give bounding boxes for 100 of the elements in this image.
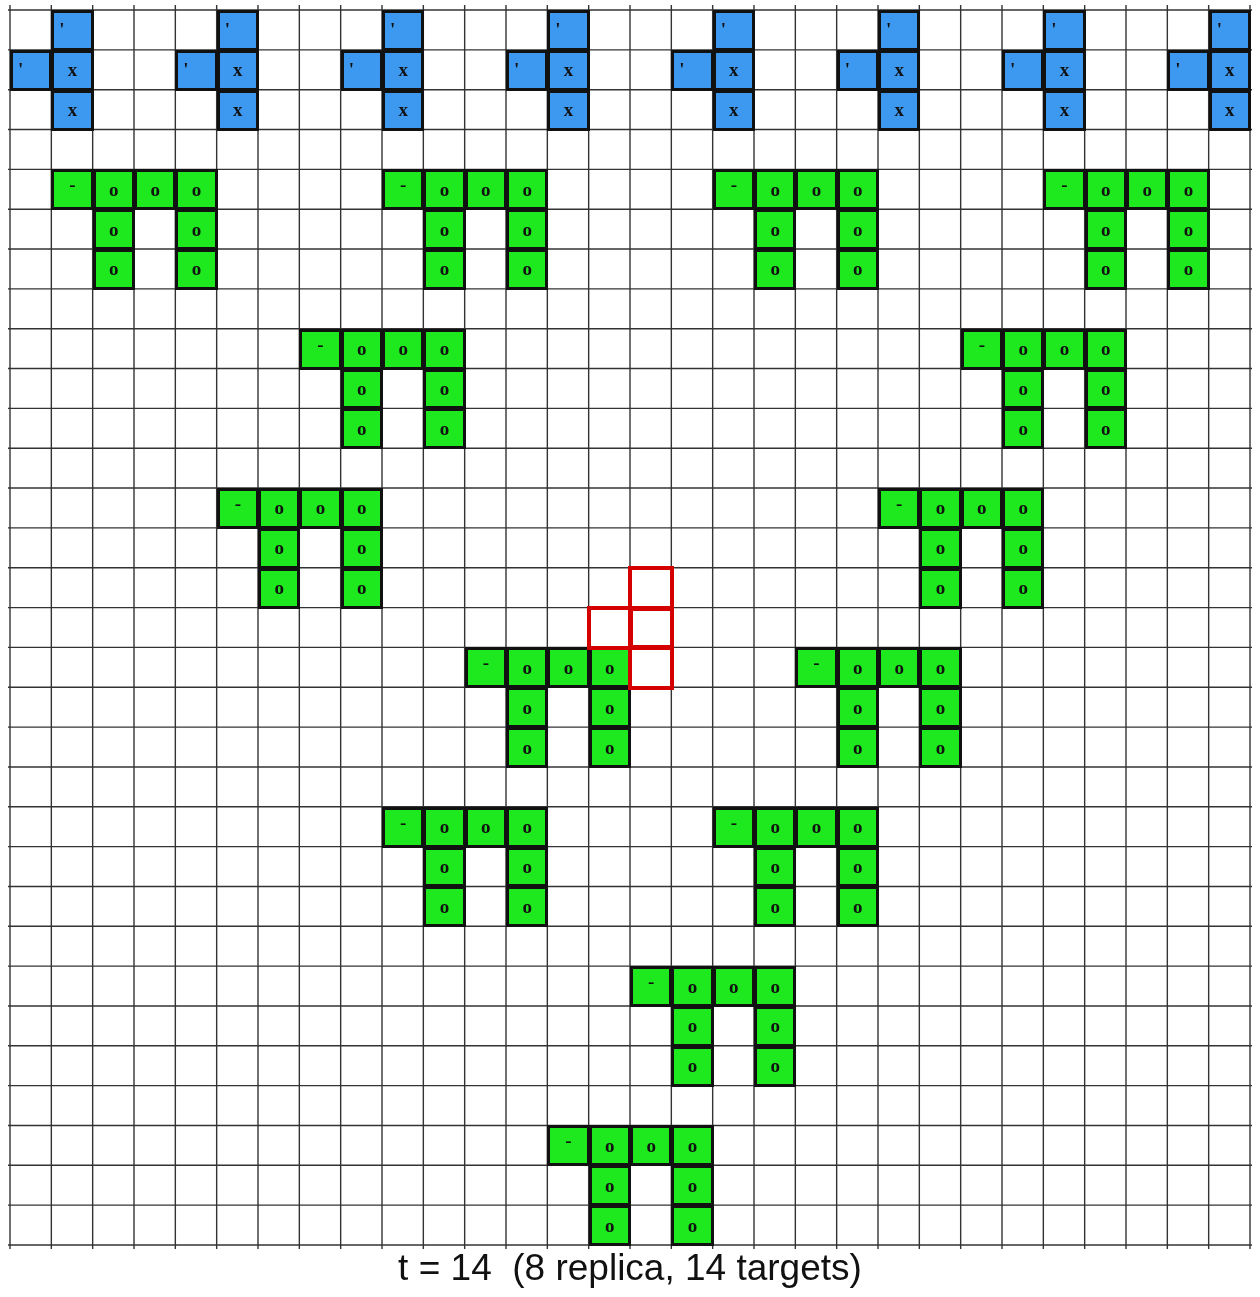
target-square: o (1002, 368, 1045, 410)
target-square: o (1167, 209, 1210, 250)
target-square: o (506, 249, 549, 290)
replica-square: x (51, 89, 94, 131)
target-square: o (1043, 328, 1086, 370)
target-square: o (588, 1165, 631, 1207)
replica-square: ' (878, 10, 921, 51)
target-square: o (340, 408, 383, 450)
target-square: - (795, 647, 838, 689)
target-square: o (423, 368, 466, 410)
caption: t = 14 (8 replica, 14 targets) (398, 1247, 862, 1288)
target-square: o (464, 806, 507, 848)
target-square: o (1126, 169, 1169, 211)
target-square: o (382, 328, 425, 370)
replica-square: x (712, 49, 755, 91)
target-square: o (671, 1005, 714, 1047)
target-square: o (754, 1045, 797, 1087)
target-square: o (1002, 488, 1045, 529)
target-square: - (382, 806, 425, 848)
target-square: o (919, 488, 962, 529)
target-square: o (423, 328, 466, 370)
replica-square: ' (506, 49, 549, 91)
target-square: o (506, 209, 549, 250)
replica-square: x (382, 89, 425, 131)
target-square: o (1002, 328, 1045, 370)
target-square: o (1002, 567, 1045, 609)
target-square: o (1084, 169, 1127, 211)
target-square: o (588, 687, 631, 729)
replica-square: x (51, 49, 94, 91)
target-square: o (1084, 249, 1127, 290)
target-square: o (836, 886, 879, 928)
target-square: o (1084, 408, 1127, 450)
replica-square: x (216, 49, 259, 91)
replica-square: ' (216, 10, 259, 51)
target-square: o (671, 1045, 714, 1087)
target-square: - (630, 966, 673, 1007)
target-square: o (671, 1205, 714, 1246)
replica-square: ' (1002, 49, 1045, 91)
target-square: o (258, 567, 301, 609)
replica-square: ' (10, 49, 53, 91)
target-square: o (754, 966, 797, 1007)
target-square: o (1084, 209, 1127, 250)
target-square: o (588, 1205, 631, 1246)
target-square: - (712, 806, 755, 848)
replica-square: ' (175, 49, 218, 91)
target-square: o (258, 527, 301, 569)
target-square: o (175, 249, 218, 290)
target-square: o (92, 169, 135, 211)
target-square: o (340, 567, 383, 609)
target-square: o (836, 647, 879, 689)
replica-square: x (382, 49, 425, 91)
target-square: o (423, 209, 466, 250)
target-square: o (506, 846, 549, 888)
target-square: o (506, 687, 549, 729)
target-square: o (340, 328, 383, 370)
target-square: o (547, 647, 590, 689)
target-square: o (1084, 328, 1127, 370)
target-square: o (836, 687, 879, 729)
target-square: o (1167, 169, 1210, 211)
target-square: o (299, 488, 342, 529)
target-square: o (671, 966, 714, 1007)
target-square: o (754, 846, 797, 888)
target-square: o (754, 209, 797, 250)
target-square: o (919, 727, 962, 768)
target-square: o (919, 687, 962, 729)
replica-square: x (878, 89, 921, 131)
target-square: - (382, 169, 425, 211)
target-square: o (423, 169, 466, 211)
target-square: - (547, 1125, 590, 1167)
target-square: o (134, 169, 177, 211)
target-square: o (754, 886, 797, 928)
target-square: o (506, 727, 549, 768)
target-square: - (712, 169, 755, 211)
replica-square: ' (51, 10, 94, 51)
target-square: o (1002, 527, 1045, 569)
replica-square: ' (836, 49, 879, 91)
target-square: o (588, 1125, 631, 1167)
target-square: o (92, 249, 135, 290)
replica-square: ' (547, 10, 590, 51)
target-square: o (754, 806, 797, 848)
replica-square: x (216, 89, 259, 131)
target-square: o (960, 488, 1003, 529)
target-square: o (423, 249, 466, 290)
target-square: - (51, 169, 94, 211)
target-square: o (919, 527, 962, 569)
replica-square: ' (382, 10, 425, 51)
replica-square: x (547, 89, 590, 131)
target-square: o (464, 169, 507, 211)
target-square: o (671, 1125, 714, 1167)
outlined-square (586, 605, 633, 651)
target-square: o (919, 567, 962, 609)
replica-square: ' (1208, 10, 1251, 51)
target-square: o (919, 647, 962, 689)
target-square: o (836, 806, 879, 848)
target-square: o (795, 806, 838, 848)
outlined-square (628, 645, 675, 691)
target-square: - (1043, 169, 1086, 211)
target-square: o (340, 527, 383, 569)
replica-square: ' (1167, 49, 1210, 91)
target-square: o (506, 647, 549, 689)
